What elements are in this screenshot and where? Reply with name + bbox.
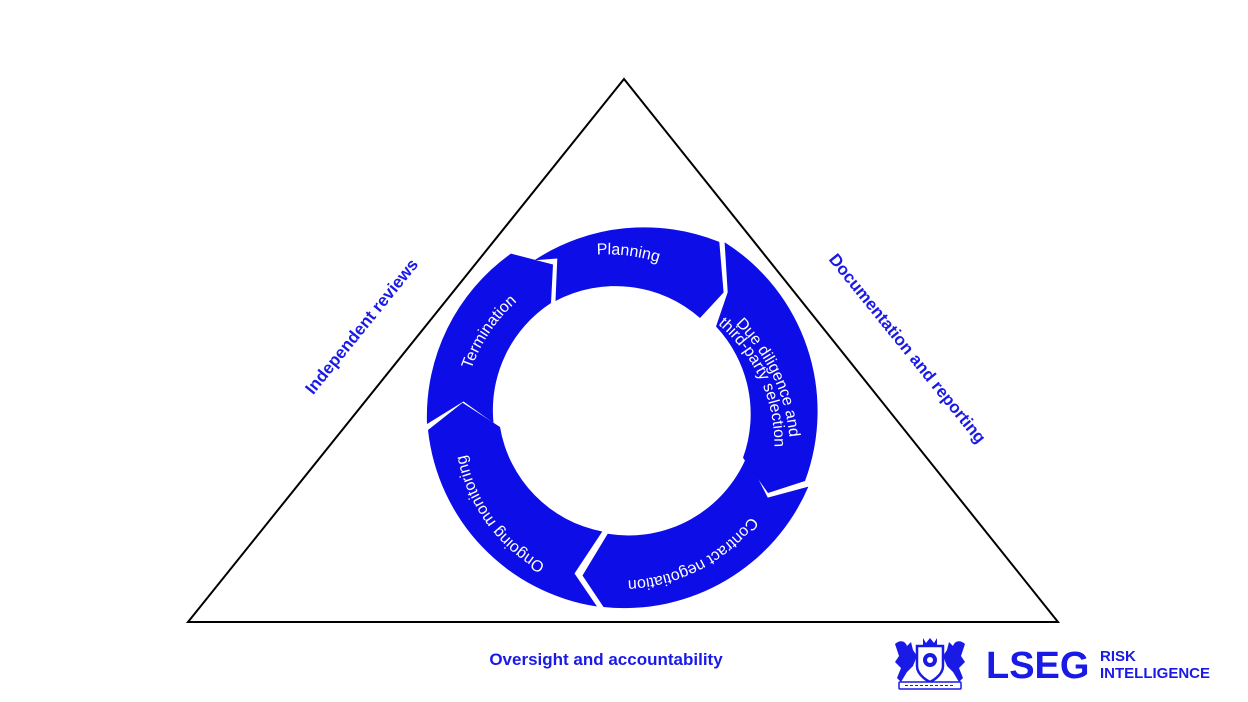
intelligence-label: INTELLIGENCE — [1100, 665, 1210, 682]
ring-segment-planning — [534, 227, 724, 318]
cycle-ring — [426, 227, 818, 609]
lseg-logo: LSEG RISK INTELLIGENCE — [895, 638, 1210, 690]
documentation-reporting-label: Documentation and reporting — [825, 250, 990, 447]
independent-reviews-label: Independent reviews — [301, 255, 422, 398]
crest-icon — [895, 638, 965, 690]
ring-segment-due-diligence — [716, 242, 818, 493]
ring-segment-contract — [582, 456, 809, 609]
ring-segment-termination — [426, 253, 553, 424]
triangle-outline — [185, 77, 1061, 623]
ring-segment-ongoing — [428, 402, 603, 607]
oversight-accountability-label: Oversight and accountability — [489, 650, 723, 669]
lseg-wordmark: LSEG — [986, 645, 1089, 687]
risk-label: RISK — [1100, 648, 1136, 665]
